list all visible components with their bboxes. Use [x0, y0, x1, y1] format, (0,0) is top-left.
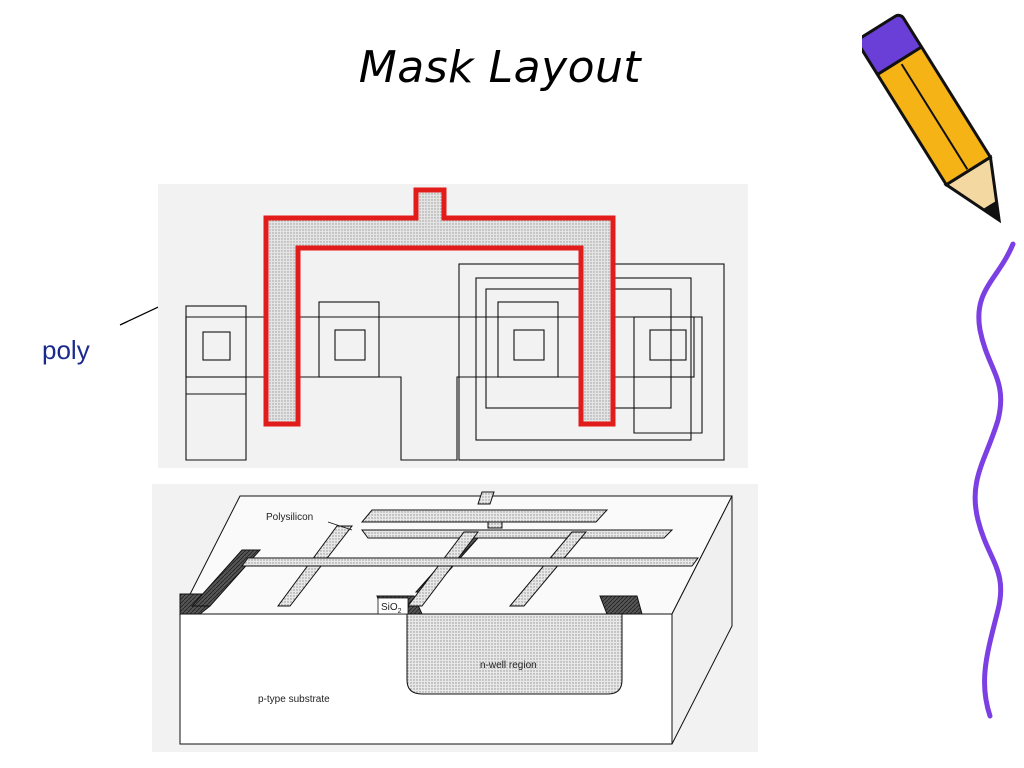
poly-gate	[361, 529, 674, 539]
contact-square	[633, 316, 695, 378]
label-leader	[327, 521, 353, 531]
pencil-icon	[862, 13, 1002, 224]
active-region-outline	[185, 316, 703, 461]
oxide-label: SiO2	[381, 602, 402, 615]
poly-gate	[508, 531, 588, 607]
contact-square	[497, 301, 559, 378]
contact-square	[202, 331, 231, 361]
poly-gate	[406, 531, 480, 607]
contact-square	[513, 329, 545, 361]
wavy-line-decoration	[972, 241, 1016, 719]
slide-title: Mask Layout	[358, 42, 642, 93]
cross-section-figure: Polysilicon SiO2 n-well region p-type su…	[152, 484, 758, 752]
substrate-side-face	[671, 495, 733, 745]
contact-square	[334, 329, 366, 361]
contact-square	[318, 301, 380, 378]
polysilicon-label: Polysilicon	[266, 512, 313, 523]
contact-square	[649, 329, 687, 361]
poly-callout-label: poly	[42, 335, 90, 365]
field-oxide	[599, 595, 643, 615]
poly-layer	[263, 187, 616, 427]
oxide-label-box	[377, 597, 409, 615]
poly-gate	[360, 509, 609, 523]
poly-strip	[241, 557, 699, 567]
mask-layout-figure	[158, 184, 748, 468]
nwell-label: n-well region	[480, 660, 537, 671]
contact-square	[185, 305, 247, 378]
poly-gate	[477, 491, 495, 505]
nwell-region	[406, 613, 623, 695]
substrate-label: p-type substrate	[258, 694, 330, 705]
